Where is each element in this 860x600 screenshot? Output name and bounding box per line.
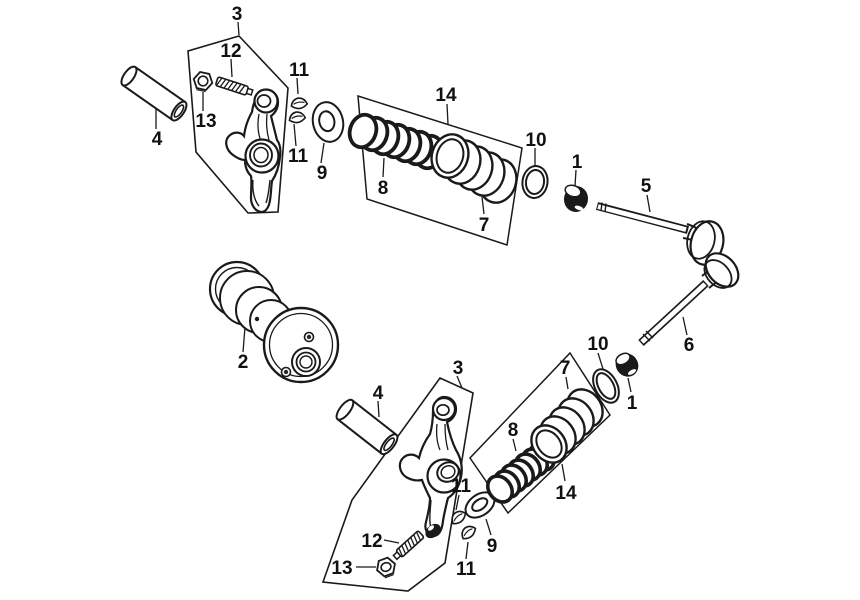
callout-8-top: 8 [378, 178, 389, 199]
washer-bottom [464, 491, 496, 519]
callout-4-bottom: 4 [373, 383, 384, 404]
callout-8-bottom: 8 [508, 420, 519, 441]
callout-11-bottom-upper: 11 [451, 476, 472, 497]
valve-stem-seal-top [563, 184, 589, 212]
callout-1-top: 1 [572, 152, 583, 173]
callout-7-bottom: 7 [560, 358, 571, 379]
spring-box-bottom [469, 351, 611, 515]
rocker-arm-bottom [398, 395, 463, 539]
valve-cotter-bottom-lower [461, 525, 477, 540]
rocker-shaft-top [120, 65, 188, 122]
callout-13-top: 13 [195, 111, 216, 132]
valve-cotter-top-upper [290, 97, 309, 110]
camshaft [208, 260, 340, 384]
callout-7-top: 7 [479, 215, 490, 236]
callout-11-bottom-lower: 11 [456, 559, 477, 580]
rocker-shaft-bottom [335, 398, 399, 456]
adjusting-screw-top [215, 76, 254, 96]
callout-11-top-lower: 11 [288, 146, 309, 167]
callout-12-bottom: 12 [361, 531, 382, 552]
callout-3-top: 3 [232, 4, 243, 25]
valve-spring-outer-top [430, 133, 518, 204]
callout-13-bottom: 13 [331, 558, 352, 579]
callout-3-bottom: 3 [453, 358, 464, 379]
callout-10-top: 10 [525, 130, 546, 151]
spring-seat-top [521, 165, 549, 199]
callout-2: 2 [238, 352, 249, 373]
callout-1-bottom: 1 [627, 393, 638, 414]
valve-stem-seal-bottom [615, 352, 639, 377]
callout-10-bottom: 10 [587, 334, 608, 355]
leader-lines [155, 21, 688, 568]
spring-box-top [357, 94, 523, 246]
assembly-outline-bottom [321, 377, 474, 592]
callout-11-top-upper: 11 [289, 60, 310, 81]
callout-12-top: 12 [220, 41, 241, 62]
rocker-arm-top [225, 88, 282, 214]
adjusting-screw-bottom [392, 530, 425, 561]
valve-spring-inner-top [347, 112, 445, 171]
callout-14-bottom: 14 [555, 483, 577, 504]
callout-14-top: 14 [435, 85, 457, 106]
callout-labels: 3 12 13 4 11 11 9 14 8 7 10 1 5 6 2 3 4 … [152, 4, 695, 580]
valve-lower [638, 252, 740, 346]
washer-top [311, 101, 345, 143]
assembly-outline-top [187, 35, 289, 214]
valve-cotter-top-lower [288, 111, 307, 124]
locknut-bottom [376, 556, 396, 579]
locknut-top [192, 71, 214, 93]
spring-seat-bottom [592, 368, 620, 404]
callout-9-top: 9 [317, 163, 328, 184]
callout-5: 5 [641, 176, 652, 197]
callout-9-bottom: 9 [487, 536, 498, 557]
callout-6: 6 [684, 335, 695, 356]
valve-spring-outer-bottom [530, 388, 604, 464]
callout-4-top: 4 [152, 129, 163, 150]
